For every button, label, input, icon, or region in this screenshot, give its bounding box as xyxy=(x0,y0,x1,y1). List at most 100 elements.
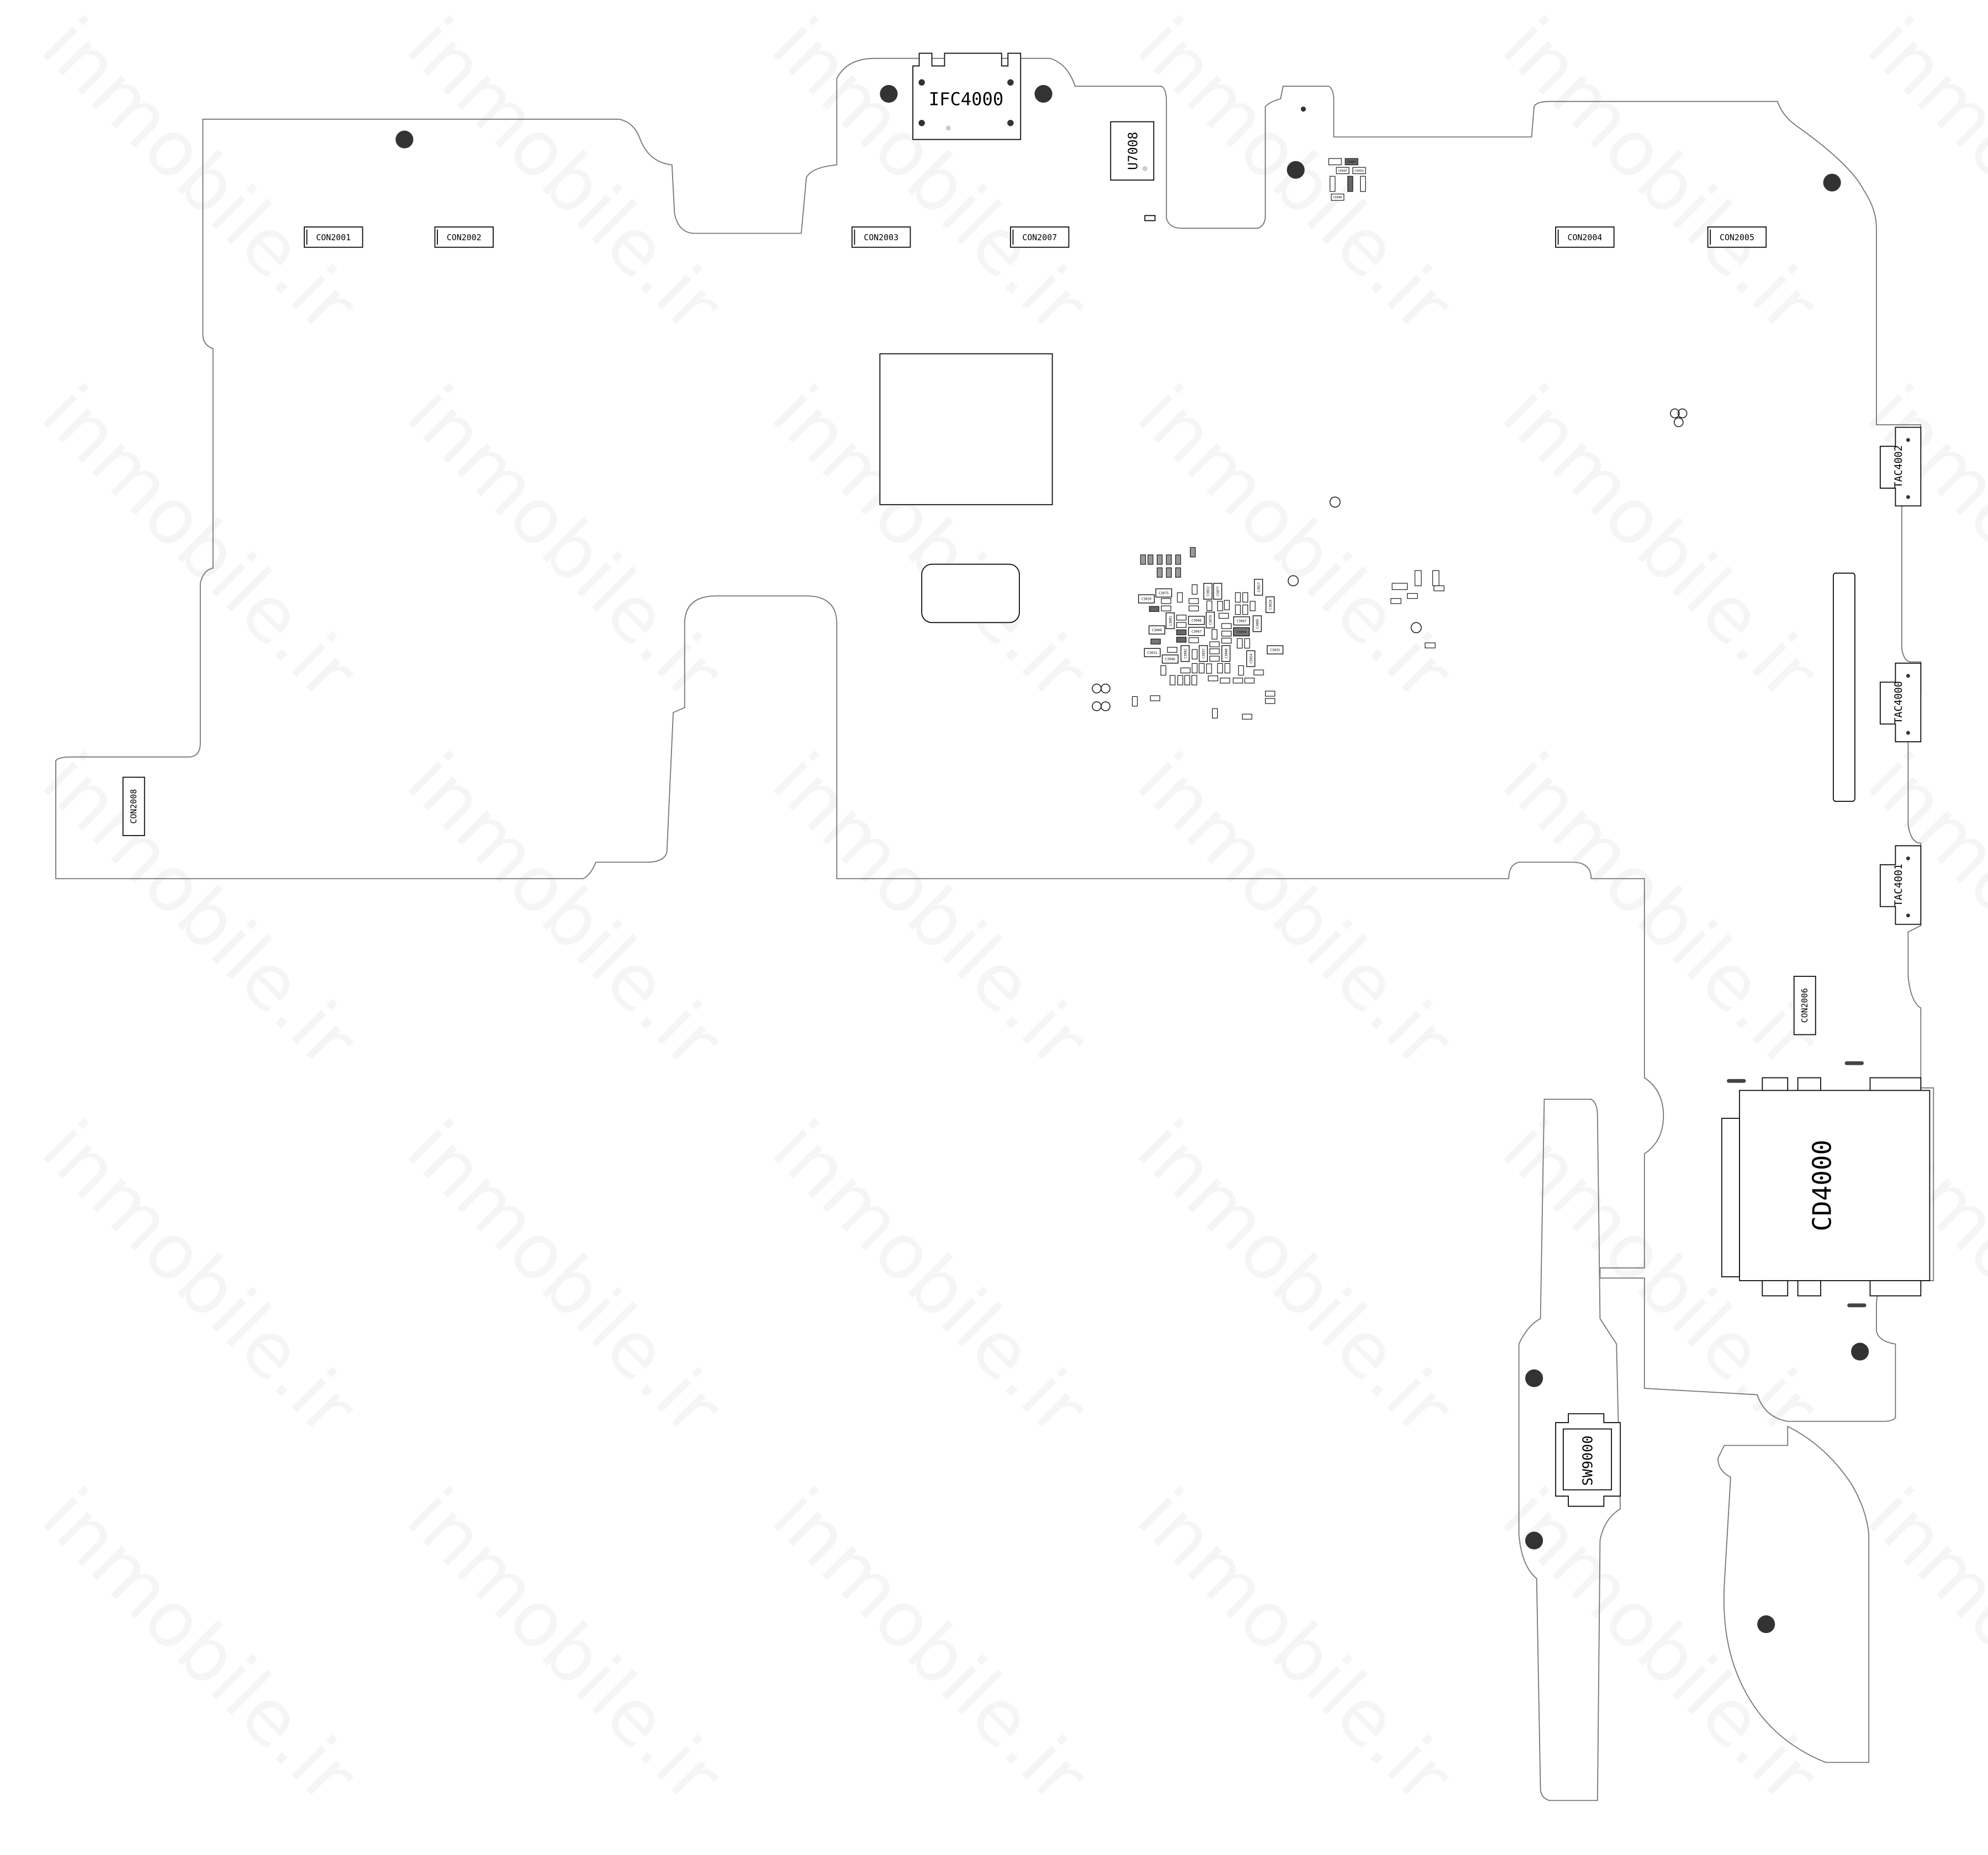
smd-component xyxy=(1176,622,1187,628)
capacitor-c3005: C3005 xyxy=(1252,615,1262,632)
smd-component xyxy=(1148,554,1154,565)
capacitor-c3037: C3037 xyxy=(1198,645,1208,662)
main-board-outline xyxy=(55,57,1934,1422)
connector-con2005[interactable]: CON2005 xyxy=(1707,226,1767,248)
smd-component xyxy=(1176,637,1187,643)
capacitor-c3047: C3047 xyxy=(1233,616,1250,626)
connector-con2006[interactable]: CON2006 xyxy=(1793,975,1816,1035)
test-point-icon xyxy=(1410,622,1422,633)
test-point-icon xyxy=(1092,701,1102,711)
cd4000-card-slot[interactable]: CD4000 xyxy=(1721,1061,1931,1308)
connector-label: CON2006 xyxy=(1800,988,1810,1023)
connector-label: CON2007 xyxy=(1022,232,1057,242)
smd-component xyxy=(1150,638,1161,644)
watermark-text: inmobile.ir xyxy=(1120,1472,1469,1820)
smd-component xyxy=(1425,642,1436,648)
mount-hole-icon xyxy=(1851,1343,1869,1361)
smd-component xyxy=(1192,663,1198,674)
connector-con2001[interactable]: CON2001 xyxy=(304,226,363,248)
smd-component xyxy=(1328,158,1342,166)
component-label: C5046 xyxy=(1333,196,1342,199)
connector-con2007[interactable]: CON2007 xyxy=(1009,226,1070,248)
connector-label: CON2008 xyxy=(129,789,139,824)
smd-component xyxy=(1238,665,1244,676)
smd-component xyxy=(1220,678,1230,684)
component-label: C3040 xyxy=(1224,648,1228,658)
smd-component xyxy=(1177,592,1183,603)
watermark-text: inmobile.ir xyxy=(1120,1104,1469,1453)
capacitor-c3068: C3068 xyxy=(1188,616,1205,625)
watermark-text: inmobile.ir xyxy=(1851,1472,1988,1820)
smd-component xyxy=(1212,629,1218,640)
capacitor-c5047: C5047 xyxy=(1336,167,1350,175)
capacitor-c3067: C3067 xyxy=(1188,627,1205,636)
mount-hole-icon xyxy=(395,130,414,149)
component-label: C3075 xyxy=(1159,591,1169,595)
smd-component xyxy=(1198,663,1205,674)
smd-component xyxy=(1176,629,1187,636)
component-label: C3067 xyxy=(1192,630,1202,634)
smd-component xyxy=(1242,592,1249,603)
watermark-text: inmobile.ir xyxy=(755,737,1104,1085)
component-label: C3077 xyxy=(1216,586,1220,596)
component-label: C3022 xyxy=(1207,586,1210,596)
component-label: C3068 xyxy=(1192,619,1202,623)
test-point-icon xyxy=(1677,408,1688,419)
test-point-icon xyxy=(1101,701,1111,711)
smd-component xyxy=(1161,598,1171,604)
tac4000-label: TAC4000 xyxy=(1893,681,1905,723)
smd-component xyxy=(1360,176,1366,192)
component-label: C3079 xyxy=(1209,615,1213,625)
via-dot-icon xyxy=(1300,106,1306,112)
smd-component xyxy=(1434,585,1445,591)
tac4001-contact[interactable]: TAC4001 xyxy=(1879,845,1922,925)
smd-component xyxy=(1156,567,1163,578)
connector-con2002[interactable]: CON2002 xyxy=(434,226,494,248)
component-label: C5047 xyxy=(1338,170,1347,173)
capacitor-c5046: C5046 xyxy=(1331,193,1345,201)
u7008-chip[interactable]: U7008 xyxy=(1110,121,1155,181)
smd-component xyxy=(1265,698,1276,704)
component-label: C3031 xyxy=(1148,651,1157,655)
smd-component xyxy=(1390,598,1402,604)
component-label: C3037 xyxy=(1202,648,1206,658)
mount-hole-icon xyxy=(1034,84,1053,103)
tac4001-label: TAC4001 xyxy=(1893,864,1905,906)
watermark-text: inmobile.ir xyxy=(25,1,374,350)
smd-component xyxy=(1244,678,1255,684)
capacitor-c3040: C3040 xyxy=(1221,645,1231,662)
watermark-text: inmobile.ir xyxy=(25,737,374,1085)
smd-component xyxy=(1224,663,1230,674)
smd-component xyxy=(1188,605,1199,611)
connector-con2008[interactable]: CON2008 xyxy=(122,776,145,836)
smd-component xyxy=(1212,708,1218,718)
test-point-icon xyxy=(1670,408,1680,419)
tac4000-contact[interactable]: TAC4000 xyxy=(1879,662,1922,743)
smd-component xyxy=(1177,675,1183,685)
ifc4000-label: IFC4000 xyxy=(929,89,1003,110)
smd-component xyxy=(1167,647,1177,653)
capacitor-c3028: C3028 xyxy=(1265,596,1275,614)
tac4002-label: TAC4002 xyxy=(1893,445,1905,488)
chip-outline xyxy=(921,563,1020,623)
tac4002-contact[interactable]: TAC4002 xyxy=(1879,426,1922,507)
watermark-text: inmobile.ir xyxy=(390,1472,739,1820)
sw9000-switch[interactable]: SW9000 xyxy=(1555,1413,1621,1507)
connector-con2004[interactable]: CON2004 xyxy=(1555,226,1615,248)
test-point-icon xyxy=(1101,683,1111,694)
component-label: C5053 xyxy=(1355,170,1364,173)
smd-component xyxy=(1347,176,1353,192)
ifc4000-connector[interactable]: IFC4000 xyxy=(912,52,1022,140)
sw9000-label: SW9000 xyxy=(1580,1435,1596,1486)
smd-component xyxy=(1432,570,1440,586)
smd-component xyxy=(1208,675,1218,681)
smd-component xyxy=(1209,656,1220,662)
soc-outline xyxy=(879,353,1053,505)
capacitor-c3075: C3075 xyxy=(1155,588,1172,598)
component-label: C3032 xyxy=(1270,648,1280,652)
smd-component xyxy=(1392,583,1408,590)
smd-component xyxy=(1189,547,1196,558)
mount-hole-icon xyxy=(1525,1531,1543,1550)
connector-con2003[interactable]: CON2003 xyxy=(851,226,911,248)
